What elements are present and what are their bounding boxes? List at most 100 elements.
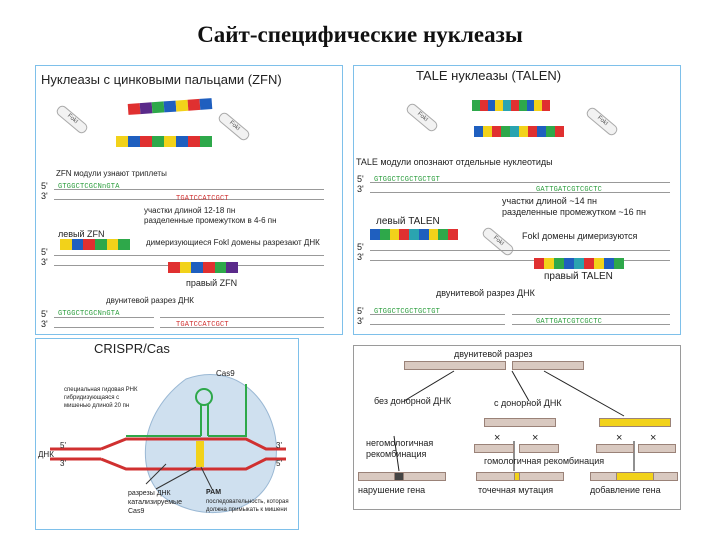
talen-cut-text: двунитевой разрез ДНК xyxy=(436,288,535,298)
zfn-array-bottom xyxy=(116,136,212,147)
dna-segment xyxy=(404,361,506,370)
talen-seq-top: GTGGCTCGCTGCTGT xyxy=(374,308,441,316)
pam-pointer xyxy=(200,466,213,490)
cuts-text: разрезы ДНК катализируемые Cas9 xyxy=(128,490,182,515)
dna-segment xyxy=(519,444,559,453)
talen-panel: TALE нуклеазы (TALEN) FokI FokI TALE мод… xyxy=(353,65,681,335)
three-prime-label: 3' xyxy=(357,252,364,262)
hr-label: гомологичная рекомбинация xyxy=(484,456,605,466)
fok-domain-icon: FokI xyxy=(584,105,620,138)
dna-strand xyxy=(370,192,670,193)
zfn-heading: Нуклеазы с цинковыми пальцами (ZFN) xyxy=(41,72,282,87)
five-prime-label: 5' xyxy=(60,441,66,450)
five-prime-label: 5' xyxy=(41,309,48,319)
talen-modules-text: TALE модули опознают отдельные нуклеотид… xyxy=(356,157,553,167)
zfn-right-label: правый ZFN xyxy=(186,278,238,288)
zfn-sites-text1: участки длиной 12-18 пн xyxy=(144,206,236,215)
dna-strand-top xyxy=(100,437,286,451)
dna-strand xyxy=(54,255,324,256)
repair-panel: двунитевой разрез без донорной ДНК с дон… xyxy=(353,345,681,510)
guide-rna-text: специальная гидовая РНК гибридизующаяся … xyxy=(64,387,138,409)
dna-strand xyxy=(54,189,324,190)
zfn-array-top xyxy=(127,98,213,115)
talen-array-top xyxy=(472,100,550,111)
three-prime-label: 3' xyxy=(357,316,364,326)
zfn-seq-top: GTGGCTCGCNnGTA xyxy=(58,310,120,318)
five-prime-label: 5' xyxy=(357,242,364,252)
crispr-diagram xyxy=(50,374,286,514)
x-mark: × xyxy=(532,432,539,444)
fok-domain-icon: FokI xyxy=(480,225,516,258)
outcome-point-mutation: точечная мутация xyxy=(478,485,554,495)
talen-right-array xyxy=(534,258,624,269)
guide-rna-stem xyxy=(200,404,209,436)
dna-strand xyxy=(512,324,670,325)
mutated-gene xyxy=(476,472,564,481)
dna-strand xyxy=(370,314,505,315)
insert-mark xyxy=(616,472,654,481)
zfn-cut-text: двунитевой разрез ДНК xyxy=(106,296,194,305)
zfn-left-array xyxy=(60,239,131,250)
cut-pointer xyxy=(155,466,197,490)
dna-strand xyxy=(54,199,324,200)
fok-domain-icon: FokI xyxy=(404,101,440,134)
dna-segment xyxy=(484,418,556,427)
three-prime-label: 3' xyxy=(357,184,364,194)
pam-text: последовательность, которая должна примы… xyxy=(206,499,289,513)
page-title: Сайт-специфические нуклеазы xyxy=(197,22,523,47)
x-mark: × xyxy=(616,432,623,444)
dna-label: ДНК xyxy=(38,450,54,459)
cut-pointer xyxy=(145,463,167,485)
dna-strand xyxy=(512,314,670,315)
zfn-right-array xyxy=(168,262,239,273)
guide-rna-loop xyxy=(195,388,213,406)
dna-strand xyxy=(54,317,154,318)
fok-domain-icon: FokI xyxy=(216,110,252,143)
no-donor-label: без донорной ДНК xyxy=(374,396,452,406)
talen-array-bottom xyxy=(474,126,564,137)
point-mutation xyxy=(514,472,520,481)
donor-segment xyxy=(599,418,671,427)
five-prime-label: 5' xyxy=(276,459,282,468)
zfn-modules-text: ZFN модули узнают триплеты xyxy=(56,169,167,178)
indel-mark xyxy=(394,472,404,481)
crispr-panel: CRISPR/Cas Cas9 специальная гидовая РНК … xyxy=(35,338,299,530)
zfn-left-label: левый ZFN xyxy=(58,229,105,239)
zfn-seq-bottom: TGATCCATCGCT xyxy=(176,321,229,329)
talen-heading: TALE нуклеазы (TALEN) xyxy=(416,68,562,83)
three-prime-label: 3' xyxy=(41,191,48,201)
talen-left-array xyxy=(370,229,459,240)
pam-site xyxy=(196,441,204,467)
dna-strand xyxy=(370,250,670,251)
three-prime-label: 3' xyxy=(41,257,48,267)
outcome-disruption: нарушение гена xyxy=(358,485,426,495)
fok-domain-icon: FokI xyxy=(54,103,90,136)
dna-strand xyxy=(370,324,505,325)
dna-strand xyxy=(54,327,154,328)
zfn-sites-text2: разделенные промежутком в 4-6 пн xyxy=(144,216,277,225)
dna-strand-bottom xyxy=(100,457,286,471)
crispr-heading: CRISPR/Cas xyxy=(94,341,170,356)
talen-seq-bottom: GATTGATCGTCGCTC xyxy=(536,318,603,326)
five-prime-label: 5' xyxy=(41,247,48,257)
cas9-label: Cas9 xyxy=(216,369,235,378)
talen-left-label: левый TALEN xyxy=(376,216,440,227)
dna-segment xyxy=(638,444,676,453)
zfn-seq-top: GTGGCTCGCNnGTA xyxy=(58,183,120,191)
talen-right-label: правый TALEN xyxy=(544,271,613,282)
dna-segment xyxy=(474,444,514,453)
five-prime-label: 5' xyxy=(357,174,364,184)
x-mark: × xyxy=(494,432,501,444)
with-donor-label: с донорной ДНК xyxy=(494,398,562,408)
dna-segment xyxy=(512,361,584,370)
talen-seq-bottom: GATTGATCGTCGCTC xyxy=(536,186,603,194)
zfn-panel: Нуклеазы с цинковыми пальцами (ZFN) FokI… xyxy=(35,65,343,335)
three-prime-label: 3' xyxy=(60,459,66,468)
nhej-label: негомологичная рекомбинация xyxy=(366,438,434,459)
talen-seq-top: GTGGCTCGCTGCTGT xyxy=(374,176,441,184)
outcome-gene-addition: добавление гена xyxy=(590,485,661,495)
five-prime-label: 5' xyxy=(357,306,364,316)
talen-sites-text2: разделенные промежутком ~16 пн xyxy=(502,207,647,217)
three-prime-label: 3' xyxy=(276,441,282,450)
cas9-protein-shape xyxy=(144,374,277,514)
